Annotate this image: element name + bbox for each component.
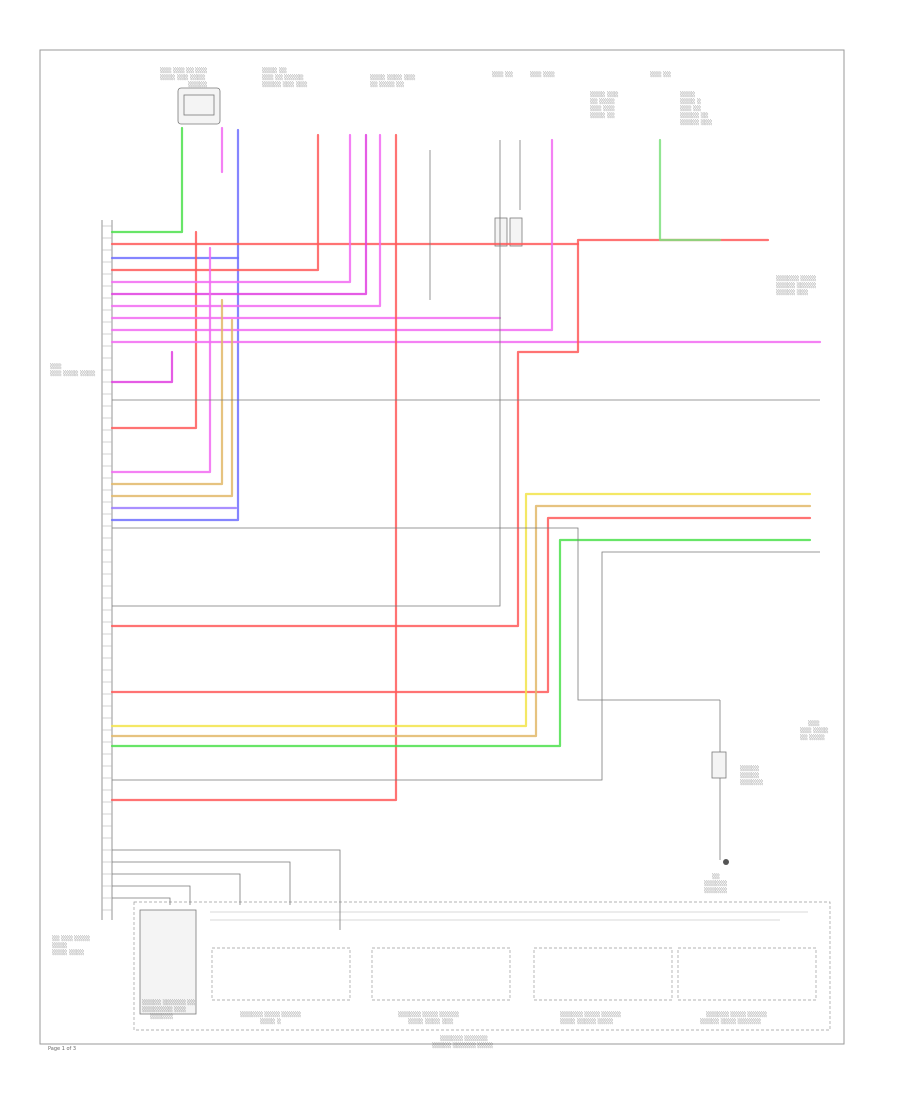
diagram-frame bbox=[39, 49, 845, 1045]
wire-green-2 bbox=[110, 538, 812, 748]
svg-text:░░░░░ ░░░: ░░░░░ ░░░ bbox=[680, 119, 713, 126]
top-component-3: ░░░░ ░░░░ ░░░ ░░ ░░░░ ░░ bbox=[370, 74, 416, 88]
wire-green-1 bbox=[110, 126, 184, 234]
svg-text:░░░░ ░░: ░░░░ ░░ bbox=[590, 112, 615, 119]
top-fuse-group: ░░░ ░░ ░░░ ░░░ ░░░░ ░░░ ░░ ░░░░ ░░░ ░░░ … bbox=[492, 71, 713, 126]
svg-text:░░░░░░ ░░░░ ░░░░░: ░░░░░░ ░░░░ ░░░░░ bbox=[706, 1011, 767, 1018]
svg-text:░░░░░░: ░░░░░░ bbox=[740, 779, 763, 786]
switch-leads bbox=[112, 849, 341, 930]
wire-gray-4 bbox=[112, 551, 820, 781]
svg-text:░░░░░ ░░░░░░ ░░░░: ░░░░░ ░░░░░░ ░░░░ bbox=[432, 1042, 493, 1049]
wire-gray-3 bbox=[112, 140, 501, 607]
wire-pink-9 bbox=[110, 246, 212, 474]
svg-text:░░░░: ░░░░ bbox=[52, 942, 68, 949]
svg-text:░░░░░░░░ ░░░: ░░░░░░░░ ░░░ bbox=[142, 1006, 186, 1013]
svg-text:░░░░░░: ░░░░░░ bbox=[150, 1013, 173, 1020]
switch-symbol: ░░░░░░ ░░░░ ░░░░░ ░░░░ ░ ░░░░░░ ░░░░ ░░░… bbox=[211, 947, 817, 1049]
svg-text:░░░░ ░░░░░ ░░░░: ░░░░ ░░░░░ ░░░░ bbox=[560, 1018, 613, 1025]
svg-text:░░░░░░ ░░░░ ░░░░░: ░░░░░░ ░░░░ ░░░░░ bbox=[560, 1011, 621, 1018]
svg-text:░░░░░ ░░░ ░░░: ░░░░░ ░░░ ░░░ bbox=[262, 81, 308, 88]
svg-text:░░ ░░░░: ░░ ░░░░ bbox=[590, 98, 615, 105]
page-number: Page 1 of 3 bbox=[48, 1046, 76, 1052]
wire-pink-2 bbox=[110, 133, 352, 284]
wire-red-long bbox=[110, 133, 398, 802]
wire-yellow-1 bbox=[110, 492, 812, 728]
top-component-2: ░░░░ ░░ ░░░ ░░ ░░░░░ ░░░░░ ░░░ ░░░ bbox=[262, 67, 308, 88]
svg-text:░░░░░ ░░░░░░ ░░: ░░░░░ ░░░░░░ ░░ bbox=[142, 999, 195, 1006]
svg-text:░░░ ░░░: ░░░ ░░░ bbox=[590, 105, 615, 112]
svg-text:░░░░░ ░░░: ░░░░░ ░░░ bbox=[776, 289, 809, 296]
svg-text:░░░░ ░: ░░░░ ░ bbox=[680, 98, 701, 105]
svg-text:░░░░░: ░░░░░ bbox=[740, 765, 759, 772]
svg-text:░░ ░░░░: ░░ ░░░░ bbox=[800, 734, 825, 741]
svg-text:░░░░ ░░░░: ░░░░ ░░░░ bbox=[52, 949, 85, 956]
svg-text:░░░ ░░░: ░░░ ░░░ bbox=[530, 71, 555, 78]
ground-symbol: ░░ ░░░░░░ ░░░░░░ bbox=[704, 859, 729, 894]
svg-text:░░: ░░ bbox=[712, 873, 720, 880]
wire-pink-6 bbox=[110, 138, 554, 332]
svg-text:░░░░ ░░░░ ░░░: ░░░░ ░░░░ ░░░ bbox=[370, 74, 416, 81]
svg-text:░░░░░░ ░░░░ ░░░░░: ░░░░░░ ░░░░ ░░░░░ bbox=[398, 1011, 459, 1018]
wire-tan-1 bbox=[110, 298, 224, 486]
top-component-left: ░░░ ░░░ ░░ ░░░ ░░░░ ░░░ ░░░░ ░░░░░ bbox=[160, 67, 221, 125]
fuse-symbol bbox=[494, 217, 727, 779]
svg-text:░░░ ░░: ░░░ ░░ bbox=[680, 105, 701, 112]
right-connector-labels: ░░░░░░ ░░░░ ░░░░░ ░░░░░ ░░░░░ ░░░ ░░░ ░░… bbox=[740, 275, 829, 786]
wire-blue-1 bbox=[110, 128, 240, 522]
wire-pink-8 bbox=[110, 350, 174, 384]
svg-text:░░░░░░ ░░░░ ░░░░░: ░░░░░░ ░░░░ ░░░░░ bbox=[240, 1011, 301, 1018]
svg-text:░░░░░ ░░░░ ░░░░░░: ░░░░░ ░░░░ ░░░░░░ bbox=[700, 1018, 761, 1025]
wire-pink-4 bbox=[110, 133, 382, 308]
svg-text:░░░ ░░░░: ░░░ ░░░░ bbox=[800, 727, 829, 734]
svg-text:░░░░░░ ░░░░: ░░░░░░ ░░░░ bbox=[776, 275, 816, 282]
wire-tan-2 bbox=[110, 318, 234, 498]
svg-text:░░░░ ░░░░ ░░░: ░░░░ ░░░░ ░░░ bbox=[408, 1018, 454, 1025]
svg-text:░░░░░░: ░░░░░░ bbox=[704, 880, 727, 887]
svg-text:░░░░░ ░░: ░░░░░ ░░ bbox=[680, 112, 709, 119]
ecu-connector-column: ░░░ ░░░ ░░░░ ░░░░ ░░ ░░░ ░░░░ ░░░░ ░░░░ … bbox=[50, 220, 113, 956]
svg-text:░░░░ ░░░: ░░░░ ░░░ bbox=[590, 91, 619, 98]
svg-text:░░ ░░░░ ░░: ░░ ░░░░ ░░ bbox=[370, 81, 404, 88]
wire-red-2 bbox=[110, 133, 320, 272]
svg-text:░░░ ░░ ░░░░░: ░░░ ░░ ░░░░░ bbox=[262, 74, 304, 81]
svg-text:░░░░░ ░░░░░: ░░░░░ ░░░░░ bbox=[776, 282, 816, 289]
svg-text:░░░ ░░: ░░░ ░░ bbox=[492, 71, 513, 78]
svg-text:░░░: ░░░ bbox=[50, 363, 62, 370]
svg-text:░░░ ░░: ░░░ ░░ bbox=[650, 71, 671, 78]
svg-text:░░░: ░░░ bbox=[808, 720, 820, 727]
svg-text:░░ ░░░ ░░░░: ░░ ░░░ ░░░░ bbox=[52, 935, 90, 942]
svg-text:░░░░: ░░░░ bbox=[680, 91, 696, 98]
svg-text:░░░░ ░░░ ░░░░: ░░░░ ░░░ ░░░░ bbox=[160, 74, 206, 81]
wire-gray-2 bbox=[112, 527, 720, 701]
wire-green-3 bbox=[658, 138, 722, 242]
svg-text:░░░░░: ░░░░░ bbox=[188, 81, 207, 88]
wire-red-4 bbox=[110, 242, 580, 628]
svg-text:░░░░░░ ░░░░░░: ░░░░░░ ░░░░░░ bbox=[440, 1035, 488, 1042]
wire-red-3 bbox=[110, 230, 198, 430]
wire-tan-3 bbox=[110, 504, 812, 738]
svg-text:░░░ ░░░░ ░░░░: ░░░ ░░░░ ░░░░ bbox=[50, 370, 96, 377]
svg-text:░░░ ░░░ ░░ ░░░: ░░░ ░░░ ░░ ░░░ bbox=[160, 67, 207, 74]
switch-assembly: ░░░░░ ░░░░░░ ░░ ░░░░░░░░ ░░░ ░░░░░░ bbox=[133, 901, 831, 1031]
svg-text:░░░░░: ░░░░░ bbox=[740, 772, 759, 779]
svg-text:░░░░ ░: ░░░░ ░ bbox=[260, 1018, 281, 1025]
pin-ticks bbox=[102, 225, 112, 911]
wire-red-5 bbox=[110, 516, 812, 694]
wire-pink-3 bbox=[110, 133, 368, 296]
svg-text:░░░░░░: ░░░░░░ bbox=[704, 887, 727, 894]
svg-text:░░░░ ░░: ░░░░ ░░ bbox=[262, 67, 287, 74]
